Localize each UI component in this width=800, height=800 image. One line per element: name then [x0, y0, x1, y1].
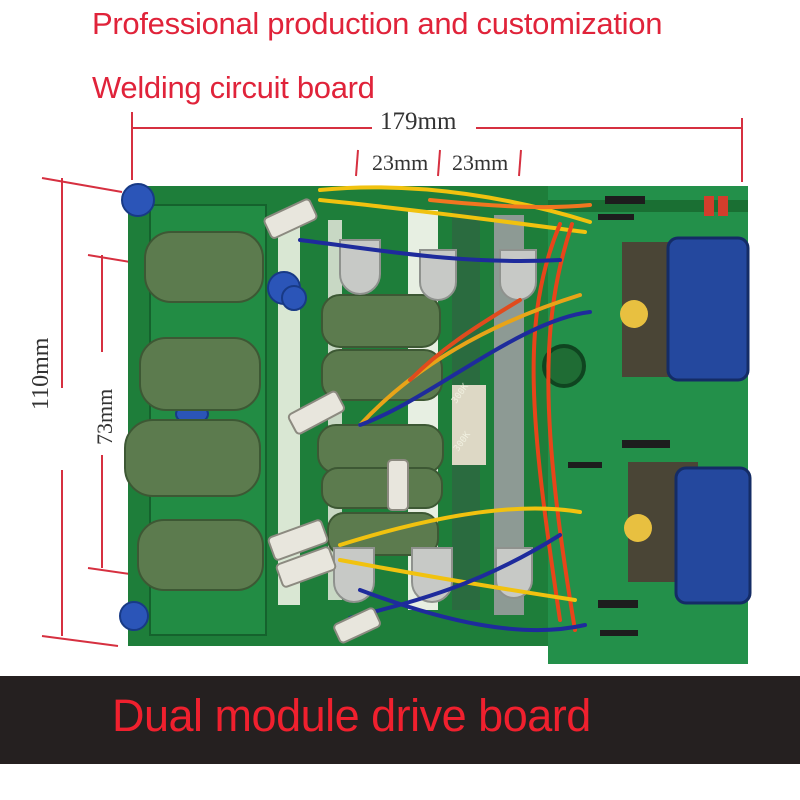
transformers	[620, 236, 752, 605]
headline-line-2: Welding circuit board	[92, 70, 375, 105]
dimension-module-b-label: 23mm	[452, 150, 509, 175]
dimension-module-a-label: 23mm	[372, 150, 429, 175]
power-resistors	[124, 231, 444, 591]
dimension-inner-height-label: 73mm	[92, 388, 117, 445]
dimension-lines	[41, 112, 743, 647]
smd-components	[568, 196, 728, 636]
banner-title: Dual module drive board	[112, 690, 591, 741]
toroid-inductor	[542, 344, 586, 388]
dimension-height-label: 110mm	[28, 337, 54, 410]
spade-connectors	[263, 198, 409, 644]
dimension-width-label: 179mm	[380, 108, 457, 135]
bottom-banner	[0, 676, 800, 764]
headline-line-1: Professional production and customizatio…	[92, 6, 663, 41]
